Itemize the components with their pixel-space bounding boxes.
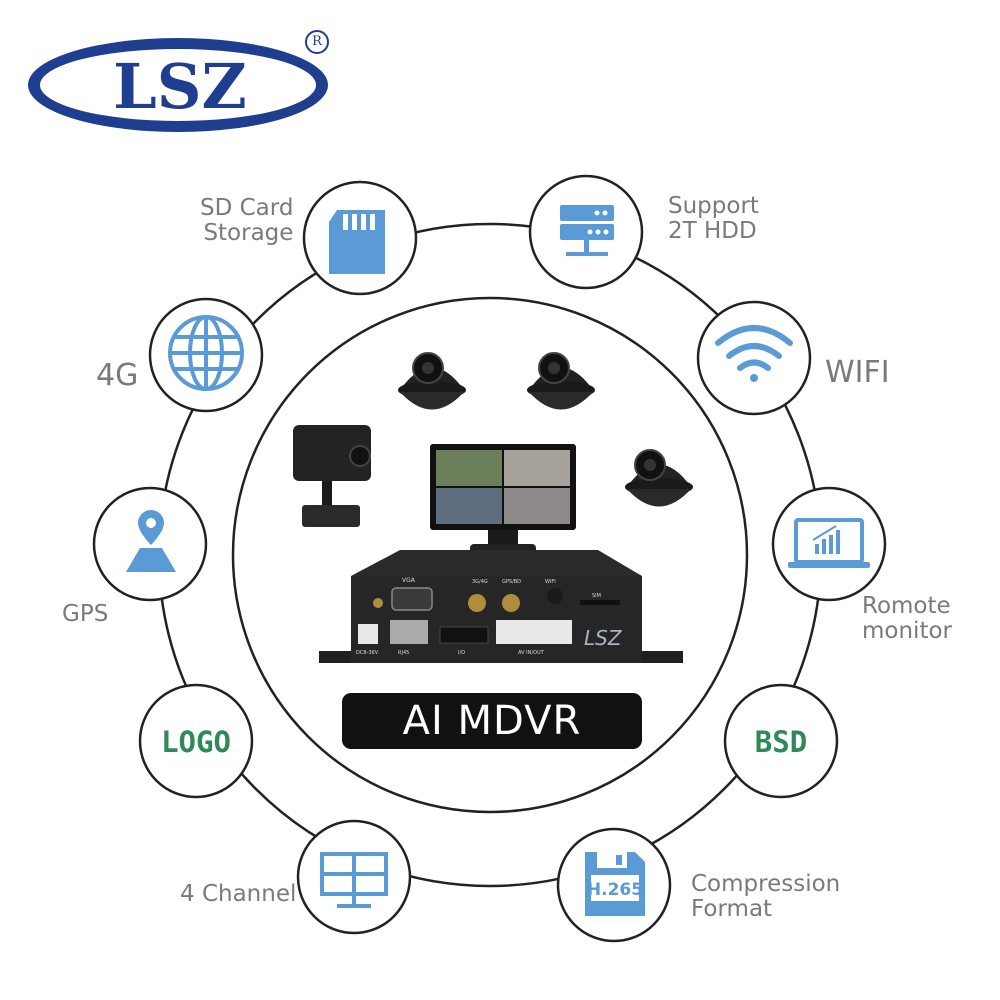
globe-icon	[168, 315, 244, 391]
laptop-chart-icon	[788, 518, 870, 568]
feature-hdd	[528, 174, 644, 290]
svg-text:WIFI: WIFI	[545, 579, 556, 585]
hdd-label-line1: Support	[668, 193, 759, 219]
monitor-quad-icon	[320, 852, 388, 908]
sd-card-icon	[329, 210, 385, 274]
remote-monitor-label-line1: Romote	[862, 593, 951, 619]
sd-card-label-line1: SD Card	[200, 195, 294, 221]
product-title: AI MDVR	[342, 693, 642, 749]
quad-view-monitor	[430, 444, 576, 556]
svg-text:DC8-36V: DC8-36V	[356, 650, 379, 656]
svg-text:RJ45: RJ45	[398, 650, 409, 656]
feature-gps	[92, 486, 208, 602]
compression-label-line1: Compression	[691, 871, 841, 897]
feature-remote-monitor	[771, 486, 887, 602]
svg-text:VGA: VGA	[402, 577, 416, 584]
svg-text:3G/4G: 3G/4G	[472, 579, 488, 585]
svg-text:SIM: SIM	[592, 593, 601, 599]
feature-4-channel	[296, 819, 412, 935]
feature-4g	[148, 297, 264, 413]
brand-logo: LSZ	[28, 38, 328, 132]
dome-camera	[398, 352, 466, 410]
remote-monitor-label-line2: monitor	[862, 618, 952, 644]
feature-compression: H.265	[556, 827, 672, 943]
registered-mark: R	[305, 30, 329, 54]
svg-text:LSZ: LSZ	[113, 50, 247, 123]
svg-text:AV IN/OUT: AV IN/OUT	[518, 650, 545, 656]
4-channel-label: 4 Channel	[180, 881, 297, 907]
compression-label-line2: Format	[691, 896, 773, 922]
gps-label: GPS	[62, 601, 109, 627]
wifi-label: WIFI	[825, 355, 890, 390]
svg-text:I/O: I/O	[458, 650, 465, 656]
dome-camera	[527, 352, 595, 410]
dome-camera	[625, 449, 693, 507]
sd-card-label-line2: Storage	[203, 220, 294, 246]
floppy-icon: H.265	[585, 852, 645, 916]
feature-sd-card	[302, 180, 418, 296]
feature-bsd: BSD	[723, 683, 839, 799]
svg-text:GPS/BD: GPS/BD	[502, 579, 521, 585]
hdd-label-line2: 2T HDD	[668, 218, 757, 244]
wifi-icon	[715, 325, 793, 382]
feature-logo: LOGO	[138, 683, 254, 799]
square-camera	[293, 425, 371, 527]
svg-text:LSZ: LSZ	[584, 626, 623, 650]
map-pin-icon	[126, 510, 176, 572]
hdd-label: Support 2T HDD	[668, 194, 759, 244]
bsd-badge-icon: BSD	[755, 725, 807, 759]
remote-monitor-label: Romote monitor	[862, 594, 952, 644]
compression-label: Compression Format	[691, 872, 840, 922]
sd-card-label: SD Card Storage	[200, 196, 293, 246]
logo-badge-icon: LOGO	[161, 725, 231, 759]
4g-label: 4G	[96, 358, 139, 393]
feature-wifi	[696, 300, 812, 416]
inner-ring	[231, 296, 749, 814]
server-icon	[560, 205, 614, 256]
svg-text:H.265: H.265	[587, 880, 643, 900]
mdvr-device: VGA 3G/4G GPS/BD WIFI SIM DC8-36V RJ45 I…	[319, 550, 683, 663]
